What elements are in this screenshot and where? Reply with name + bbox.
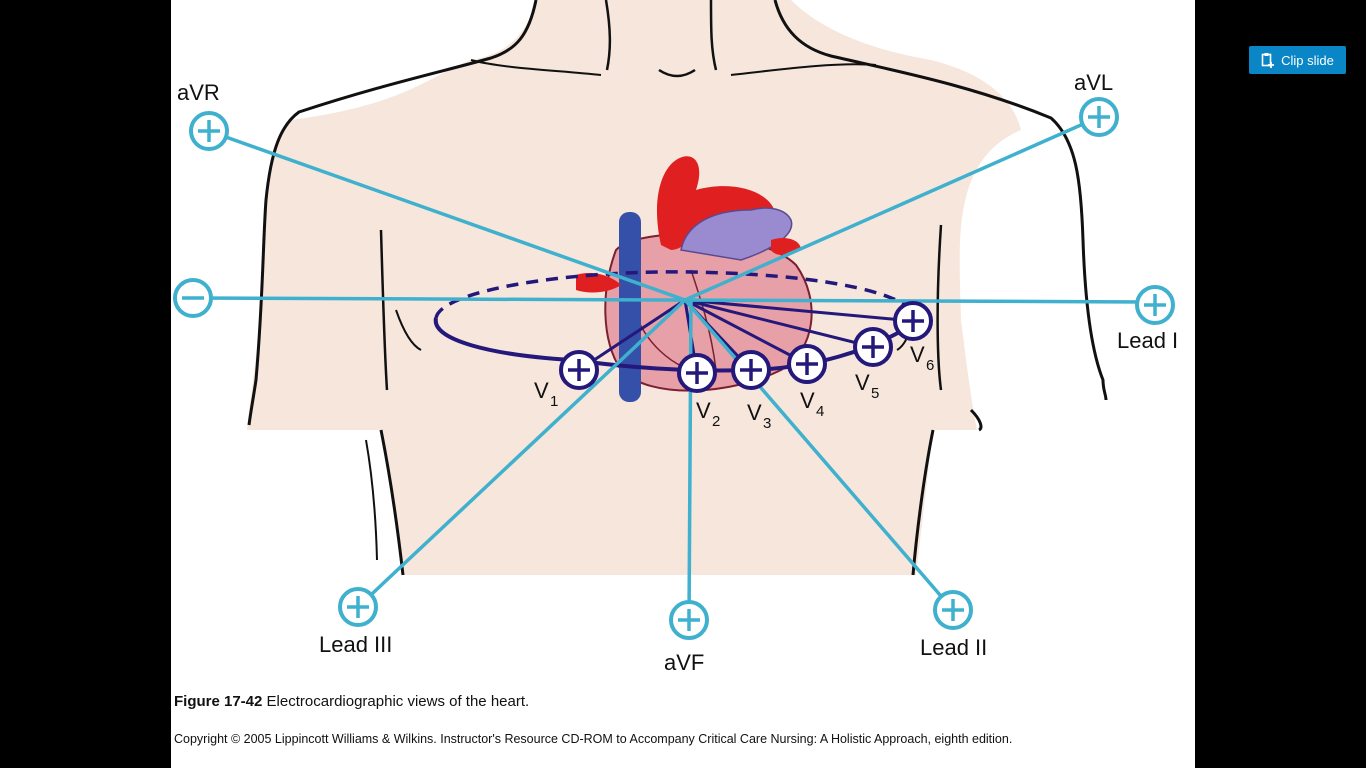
v5-marker	[853, 327, 893, 367]
label-avr: aVR	[177, 80, 220, 105]
svg-text:V: V	[534, 378, 549, 403]
svg-text:V: V	[800, 388, 815, 413]
svg-text:V: V	[855, 370, 870, 395]
label-avl: aVL	[1074, 70, 1113, 95]
lead-avr-marker	[189, 111, 229, 151]
svg-text:1: 1	[550, 393, 558, 410]
label-v1: V 1	[534, 378, 558, 410]
lead-avf-marker	[669, 600, 709, 640]
label-v2: V 2	[696, 398, 720, 430]
svg-text:2: 2	[712, 413, 720, 430]
lead-iii-marker	[338, 587, 378, 627]
lead-ii-marker	[933, 590, 973, 630]
v6-marker	[893, 301, 933, 341]
v2-marker	[677, 353, 717, 393]
clipboard-add-icon	[1261, 52, 1275, 68]
label-v4: V 4	[800, 388, 824, 420]
copyright-notice: Copyright © 2005 Lippincott Williams & W…	[174, 732, 1013, 746]
v3-marker	[731, 350, 771, 390]
svg-text:3: 3	[763, 415, 771, 432]
label-v6: V 6	[910, 342, 934, 374]
slide: aVR aVL Lead I Lead III aVF Lead II V 1 …	[171, 0, 1195, 768]
label-v3: V 3	[747, 400, 771, 432]
limb-lead-lines	[192, 115, 1156, 621]
figure-text: Electrocardiographic views of the heart.	[266, 693, 530, 710]
figure-caption: Figure 17-42 Electrocardiographic views …	[174, 693, 529, 710]
v4-marker	[787, 344, 827, 384]
figure-label: Figure 17-42	[174, 693, 263, 710]
svg-text:V: V	[696, 398, 711, 423]
svg-text:V: V	[910, 342, 925, 367]
label-v5: V 5	[855, 370, 879, 402]
svg-text:5: 5	[871, 385, 879, 402]
v1-marker	[559, 350, 599, 390]
ecg-diagram: aVR aVL Lead I Lead III aVF Lead II V 1 …	[173, 0, 1178, 675]
clip-slide-label: Clip slide	[1281, 52, 1334, 68]
svg-text:6: 6	[926, 357, 934, 374]
label-lead-iii: Lead III	[319, 632, 392, 657]
svg-text:V: V	[747, 400, 762, 425]
label-lead-i: Lead I	[1117, 328, 1178, 353]
label-lead-ii: Lead II	[920, 635, 987, 660]
clip-slide-button[interactable]: Clip slide	[1249, 46, 1346, 74]
label-avf: aVF	[664, 650, 704, 675]
svg-text:4: 4	[816, 403, 824, 420]
lead-i-marker	[1135, 285, 1175, 325]
lead-i-negative-marker	[173, 278, 213, 318]
lead-avl-marker	[1079, 97, 1119, 137]
